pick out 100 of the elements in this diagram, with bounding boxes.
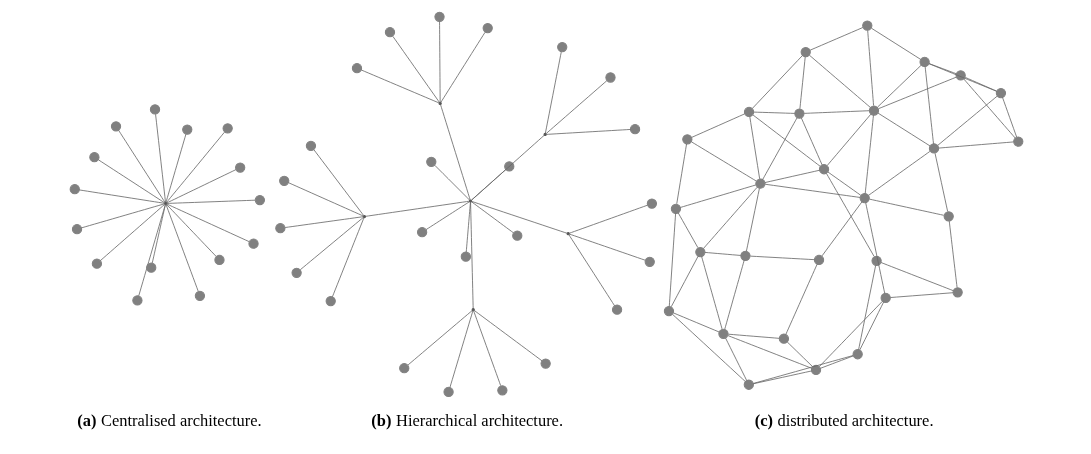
node-point	[543, 132, 547, 137]
connector	[166, 199, 255, 204]
connector	[749, 255, 815, 261]
node-circle	[291, 267, 302, 278]
node-circle	[416, 227, 427, 238]
node-circle	[131, 295, 143, 306]
connector	[449, 310, 473, 388]
connector	[752, 111, 795, 114]
node-circle	[247, 238, 259, 249]
node-circle	[384, 27, 395, 38]
connector	[313, 149, 364, 216]
connector	[439, 31, 485, 103]
node-circle	[928, 143, 939, 154]
connector	[877, 112, 930, 147]
connector	[964, 77, 997, 92]
connector	[826, 113, 871, 166]
connector	[876, 64, 922, 108]
node-circle	[793, 108, 805, 119]
node-circle	[644, 256, 655, 267]
node-circle	[503, 161, 514, 172]
node-circle	[222, 123, 233, 134]
connector	[702, 186, 758, 249]
node-circle	[739, 250, 751, 261]
node-circle	[69, 184, 80, 195]
connector	[948, 220, 957, 288]
connector	[391, 35, 440, 103]
node-point	[566, 232, 570, 236]
connector	[287, 182, 364, 217]
connector	[97, 159, 165, 204]
connector	[877, 76, 956, 110]
connector	[670, 255, 698, 308]
label: (b) Hierarchical architecture.	[370, 411, 563, 431]
connector	[748, 116, 760, 180]
connector	[165, 133, 186, 203]
node-circle	[629, 124, 640, 135]
connector	[864, 114, 874, 194]
connector	[857, 265, 876, 350]
connector	[924, 66, 934, 145]
node-point	[468, 199, 472, 203]
node-circle	[145, 262, 156, 273]
label: (a) Centralised architecture.	[76, 411, 262, 431]
node-circle	[433, 11, 445, 22]
connector	[866, 30, 874, 106]
connector	[473, 310, 542, 362]
connector	[800, 117, 822, 166]
connector	[867, 151, 930, 196]
connector	[928, 63, 997, 92]
node-circle	[604, 72, 616, 83]
node-circle	[325, 295, 336, 307]
node-circle	[1012, 136, 1023, 147]
node-circle	[611, 304, 622, 315]
connector	[764, 169, 820, 183]
node-circle	[234, 162, 245, 173]
node-point	[471, 308, 475, 312]
node-circle	[351, 63, 362, 74]
node-circle	[540, 358, 551, 369]
node-circle	[743, 106, 754, 118]
node-circle	[918, 56, 930, 68]
connector	[936, 95, 998, 146]
connector	[675, 143, 687, 205]
connector	[808, 54, 871, 108]
connector	[165, 204, 217, 257]
node-circle	[800, 46, 811, 58]
node-point	[362, 214, 366, 219]
node-circle	[254, 194, 265, 206]
connector	[962, 78, 1016, 139]
connector	[880, 262, 954, 292]
connector	[99, 204, 165, 261]
connector	[545, 129, 631, 135]
node-circle	[995, 87, 1006, 99]
node-circle	[955, 70, 966, 81]
connector	[407, 310, 472, 366]
connector	[723, 259, 745, 330]
connector	[704, 252, 741, 256]
node-circle	[813, 254, 824, 266]
node-circle	[398, 363, 409, 374]
node-circle	[743, 379, 754, 390]
node-circle	[852, 349, 863, 360]
connector	[677, 212, 698, 249]
connector	[544, 51, 562, 134]
connector	[117, 129, 165, 203]
connector	[928, 63, 957, 75]
connector	[752, 355, 853, 384]
node-circle	[952, 287, 963, 298]
node-circle	[194, 290, 205, 301]
node-circle	[694, 246, 705, 258]
node-circle	[149, 104, 160, 115]
node-circle	[868, 105, 879, 116]
node-circle	[681, 134, 692, 145]
node-circle	[778, 333, 789, 344]
connector	[80, 203, 165, 229]
connector	[360, 69, 439, 104]
connector	[803, 110, 869, 114]
connector	[438, 21, 441, 103]
node-circle	[213, 254, 225, 266]
node-circle	[663, 305, 674, 317]
connector	[299, 217, 364, 271]
connector	[78, 189, 165, 204]
connector	[724, 337, 747, 381]
node-circle	[511, 230, 522, 241]
